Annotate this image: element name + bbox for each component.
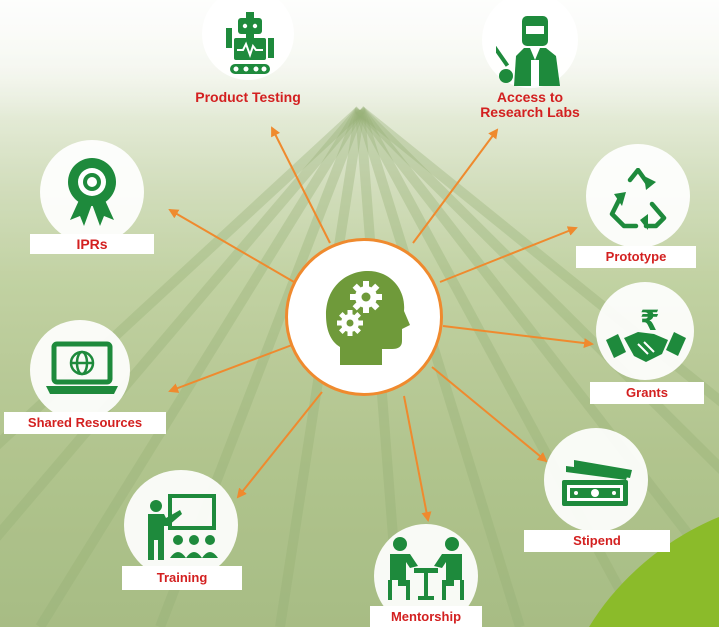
node-shared-resources: Shared Resources (4, 320, 166, 440)
arrow-grants (442, 325, 594, 349)
award-ribbon-icon (68, 158, 116, 226)
label-stipend: Stipend (524, 530, 670, 552)
node-iprs: IPRs (28, 140, 158, 260)
laptop-globe-icon (46, 341, 118, 394)
arrow-shared-resources (168, 344, 293, 393)
presentation-icon (148, 494, 218, 560)
node-research-labs: Access to Research Labs (460, 0, 600, 130)
welder-icon (496, 16, 560, 86)
label-research-labs: Access to Research Labs (460, 90, 600, 120)
arrow-training (236, 391, 323, 499)
arrow-product-testing (271, 126, 331, 244)
node-stipend: Stipend (524, 428, 670, 558)
label-research-labs-line2: Research Labs (480, 104, 580, 120)
head-gears-icon (326, 271, 410, 365)
label-grants: Grants (590, 382, 704, 404)
rupee-handshake-icon: ₹ (606, 304, 686, 362)
arrow-mentorship (403, 395, 432, 522)
recycle-icon (609, 168, 667, 230)
node-grants: ₹ Grants (588, 282, 708, 410)
arrow-prototype (439, 226, 578, 283)
arrow-research-labs (412, 128, 499, 244)
label-research-labs-line1: Access to (496, 89, 564, 105)
node-product-testing: Product Testing (178, 0, 318, 110)
label-iprs: IPRs (30, 234, 154, 254)
node-prototype: Prototype (572, 140, 702, 275)
arrow-stipend (431, 366, 548, 463)
sky-fade (0, 0, 719, 120)
label-training: Training (122, 566, 242, 590)
label-prototype: Prototype (576, 246, 696, 268)
center-hub (285, 238, 443, 396)
label-product-testing: Product Testing (195, 89, 301, 105)
meeting-icon (388, 537, 464, 600)
label-shared-resources: Shared Resources (4, 412, 166, 434)
node-training: Training (122, 470, 242, 596)
node-mentorship: Mentorship (368, 520, 484, 627)
cash-icon (562, 460, 632, 506)
corner-leaf (589, 517, 719, 627)
robot-icon (226, 12, 274, 74)
label-mentorship: Mentorship (370, 606, 482, 627)
svg-text:₹: ₹ (640, 304, 659, 337)
arrow-iprs (168, 208, 295, 283)
